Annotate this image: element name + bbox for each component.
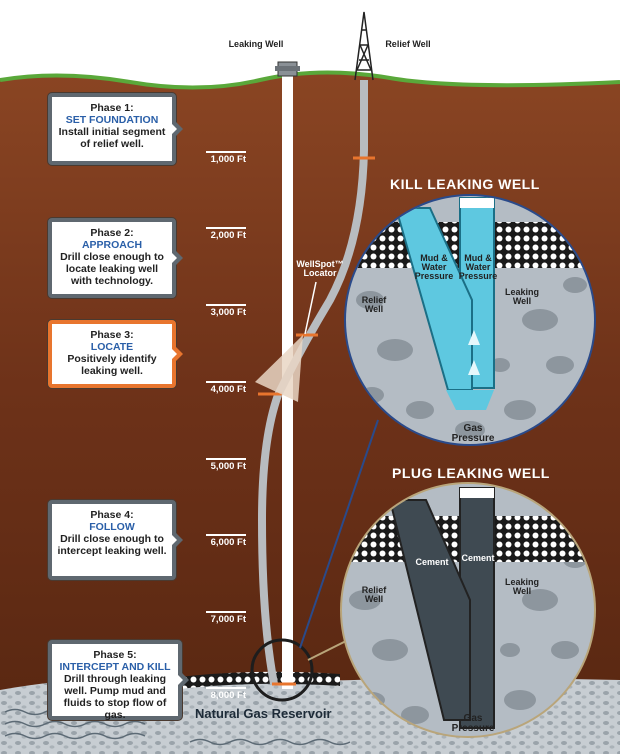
reservoir-label: Natural Gas Reservoir (195, 706, 332, 721)
depth-5000: 5,000 Ft (206, 458, 246, 472)
grass-line (0, 70, 620, 90)
derrick-icon (354, 11, 374, 81)
phase-4-box: Phase 4: FOLLOW Drill close enough to in… (48, 500, 183, 580)
wellspot-line1: WellSpot™ (296, 259, 344, 269)
phase-body: Drill through leaking well. Pump mud and… (63, 673, 167, 721)
plug-title: PLUG LEAKING WELL (392, 465, 550, 481)
phase-body: Drill close enough to locate leaking wel… (60, 251, 164, 287)
phase-heading: SET FOUNDATION (65, 114, 159, 126)
phase-title: Phase 2: (90, 227, 134, 239)
depth-7000: 7,000 Ft (206, 611, 246, 625)
phase-body: Drill close enough to intercept leaking … (57, 533, 167, 557)
phase-1-box: Phase 1: SET FOUNDATION Install initial … (48, 93, 183, 165)
wellspot-line2: Locator (303, 268, 337, 278)
kill-inset (344, 194, 596, 446)
phase-5-box: Phase 5: INTERCEPT AND KILL Drill throug… (48, 640, 189, 721)
depth-4000: 4,000 Ft (206, 381, 246, 395)
phase-title: Phase 5: (93, 649, 137, 661)
phase-body: Positively identify leaking well. (67, 353, 157, 377)
phase-heading: APPROACH (81, 239, 143, 251)
relief-well-label: Relief Well (385, 39, 431, 49)
depth-6000: 6,000 Ft (206, 534, 246, 548)
kill-title: KILL LEAKING WELL (390, 176, 540, 192)
leaking-well-label: Leaking Well (228, 39, 284, 49)
phase-heading: FOLLOW (89, 521, 135, 533)
phase-heading: LOCATE (90, 341, 134, 353)
wellspot-label: WellSpot™ Locator (293, 260, 347, 278)
plug-inset (340, 482, 596, 738)
depth-2000: 2,000 Ft (206, 227, 246, 241)
locator-pointer (304, 281, 317, 335)
phase-2-box: Phase 2: APPROACH Drill close enough to … (48, 218, 183, 298)
phase-body: Install initial segment of relief well. (58, 126, 166, 150)
drill-markers (258, 156, 375, 686)
locator-beam (255, 335, 303, 402)
depth-8000: 8,000 Ft (206, 687, 246, 701)
intercept-circle (250, 638, 314, 702)
phase-heading: INTERCEPT AND KILL (59, 661, 171, 673)
depth-3000: 3,000 Ft (206, 304, 246, 318)
phase-title: Phase 3: (90, 329, 134, 341)
phase-title: Phase 4: (90, 509, 134, 521)
plug-cement-leaking: Cement (461, 553, 495, 563)
phase-title: Phase 1: (90, 102, 134, 114)
depth-1000: 1,000 Ft (206, 151, 246, 165)
phase-3-box: Phase 3: LOCATE Positively identify leak… (48, 320, 183, 388)
plug-cement-relief: Cement (415, 557, 449, 567)
